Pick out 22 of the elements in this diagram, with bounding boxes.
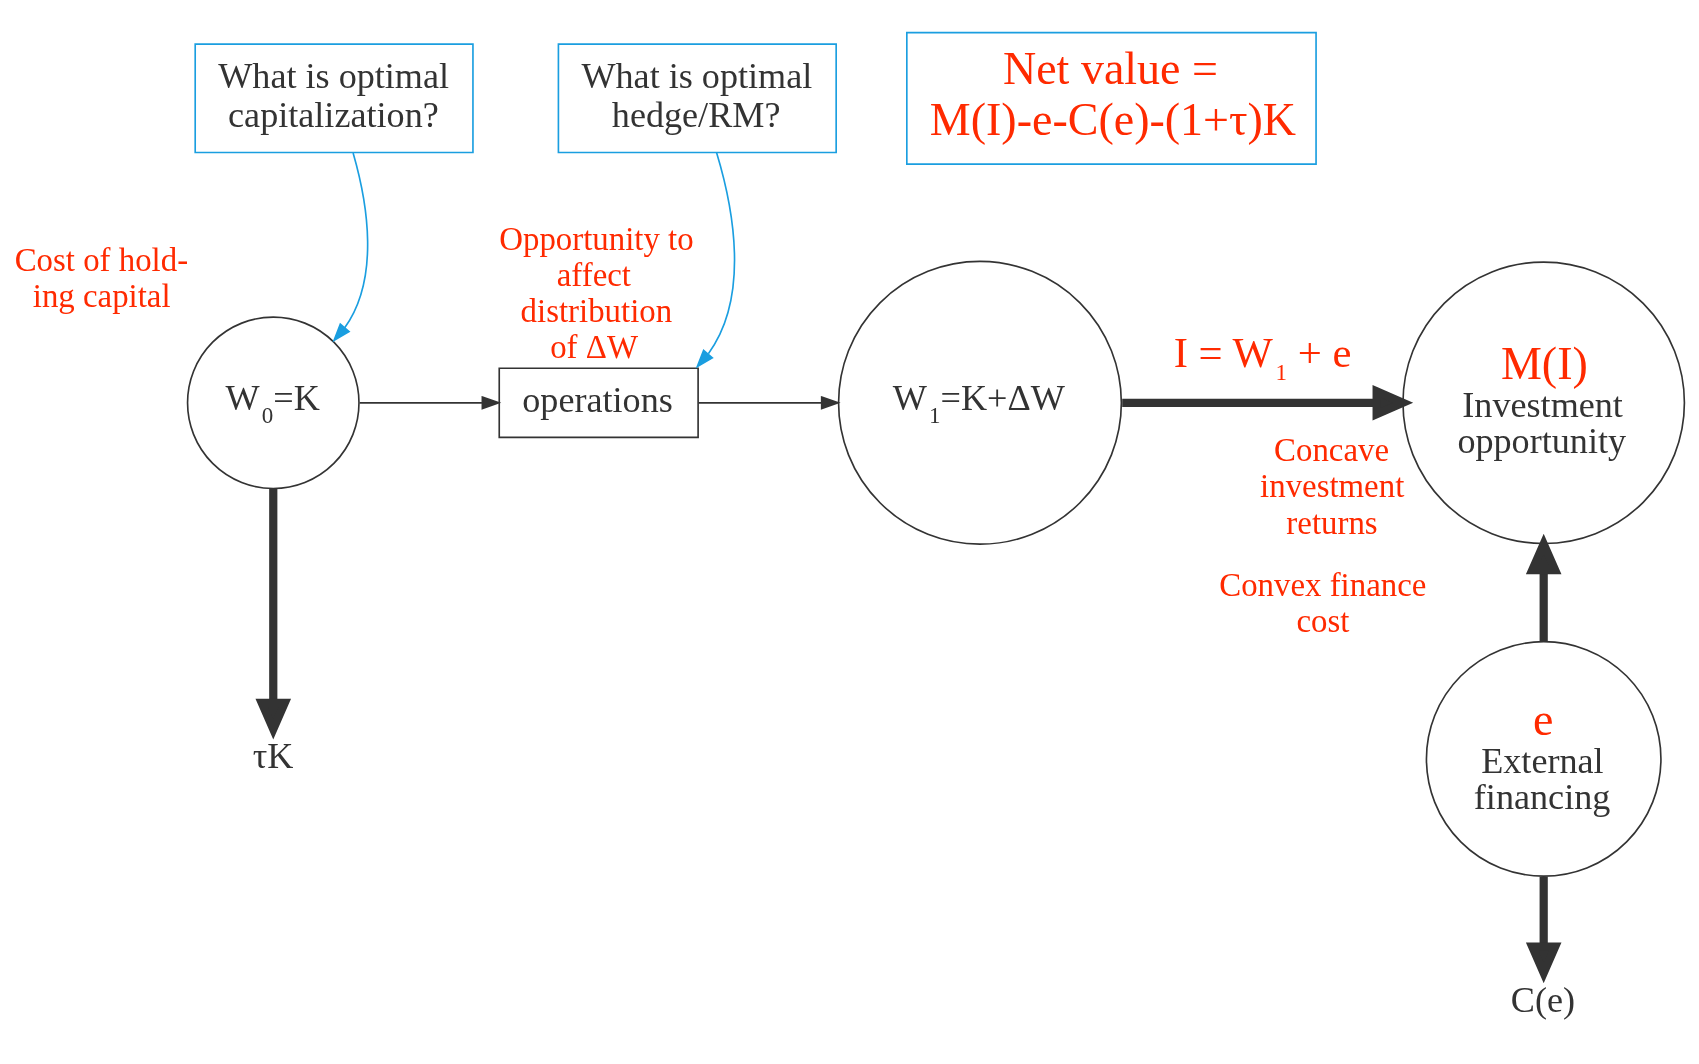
arrow [358, 395, 502, 410]
node-box: operations [498, 366, 699, 438]
node-label: Opportunity to affect distribution of ΔW [499, 220, 694, 365]
node-text: C(e) [1510, 979, 1576, 1020]
node-label: Cost of hold- ing capital [14, 241, 189, 314]
arrow [255, 488, 292, 739]
node-circle: e External financing [1425, 640, 1662, 877]
node-label: Convex finance cost [1219, 566, 1427, 639]
arrow [332, 151, 369, 342]
node-circle: W$_{1}$=K+ΔW [837, 260, 1123, 545]
node-box: What is optimal capitalization? [194, 42, 474, 153]
arrow [1122, 384, 1414, 421]
arrow [1525, 876, 1562, 983]
node-box: Net value = M(I)-e-C(e)-(1+τ)K [906, 31, 1317, 165]
node-label: Concave investment returns [1260, 431, 1405, 541]
arrow [697, 395, 841, 410]
arrow [695, 151, 736, 369]
arrow [1525, 533, 1562, 641]
node-text: τK [252, 735, 294, 776]
edge-label: I = W$_{1}$ + e [1173, 328, 1352, 385]
node-box: What is optimal hedge/RM? [557, 42, 837, 153]
node-circle: W$_{0}$=K [186, 315, 360, 489]
